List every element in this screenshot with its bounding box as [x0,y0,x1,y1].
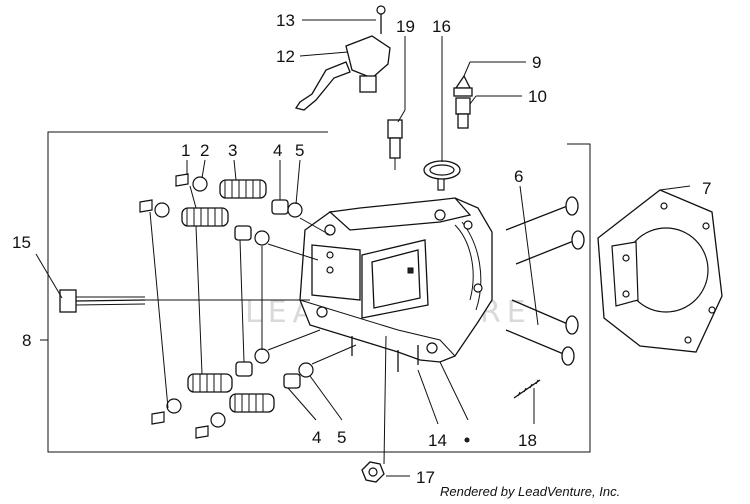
callout-15: 15 [12,233,31,252]
credit-text: Rendered by LeadVenture, Inc. [440,484,620,499]
callout-1: 1 [181,141,190,160]
callout-16: 16 [432,17,451,36]
studs[interactable] [351,336,419,372]
cylinder-head[interactable] [299,173,493,363]
callout-9: 9 [532,53,541,72]
temp-sensor[interactable] [387,119,403,170]
callout-19: 19 [396,17,415,36]
hose-clamp[interactable] [423,160,461,180]
callout-14: 14 [428,431,447,450]
callout-7: 7 [702,179,711,198]
valve-springs-lower[interactable] [187,373,275,413]
leader-lines [35,19,691,477]
callout-17: 17 [416,468,435,487]
callout-6: 6 [514,167,523,186]
cap-fitting[interactable] [453,74,473,129]
head-bolts[interactable] [505,196,585,366]
stud-18[interactable] [513,379,541,399]
callout-5-top: 5 [295,141,304,160]
valve-springs-upper[interactable] [181,179,267,227]
callout-3: 3 [228,141,237,160]
callout-12: 12 [276,47,295,66]
callout-13: 13 [276,11,295,30]
callout-10: 10 [528,87,547,106]
callout-18: 18 [518,431,537,450]
valve-retainers[interactable] [139,173,314,439]
callout-labels: 13 19 16 12 9 10 1 2 3 4 5 6 7 15 8 4 5 … [12,11,711,487]
assembly-bracket-8 [40,131,591,453]
callout-4-bottom: 4 [312,428,321,447]
long-bolt[interactable] [59,289,146,313]
callout-8: 8 [22,331,31,350]
head-gasket[interactable] [597,189,723,353]
callout-2: 2 [200,141,209,160]
valve-stems [145,185,357,409]
nut[interactable] [361,461,385,483]
callout-4-top: 4 [273,141,282,160]
callout-5-bottom: 5 [337,428,346,447]
sensor-assembly[interactable] [294,5,391,111]
